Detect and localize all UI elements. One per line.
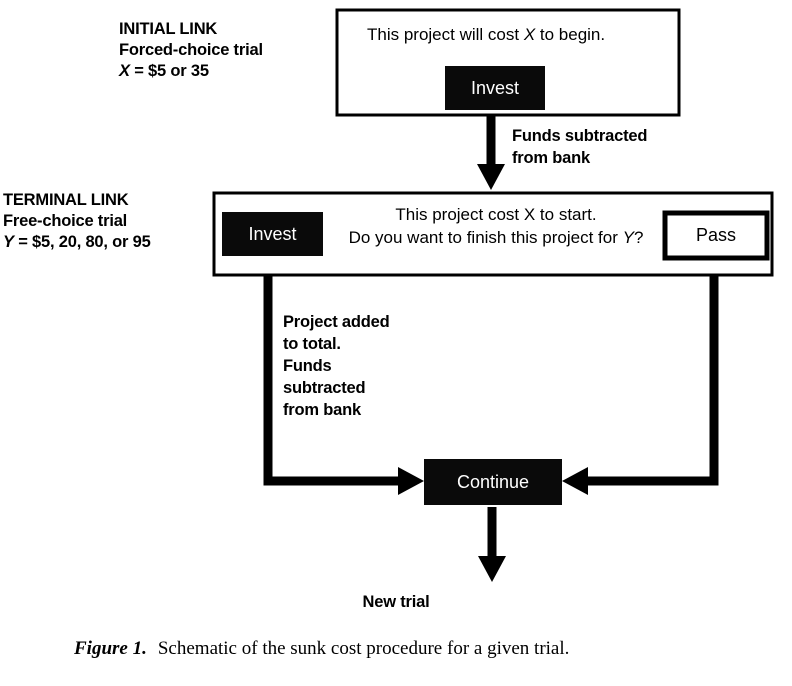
figure-caption-label: Figure 1. [74,638,147,659]
initial-link-prompt-variable: X [523,25,536,44]
initial-link-variable: X = $5 or 35 [119,61,263,82]
terminal-link-prompt-line2: Do you want to finish this project for Y… [331,226,661,249]
initial-invest-button-shape[interactable] [445,66,545,110]
initial-link-subtitle: Forced-choice trial [119,41,263,59]
terminal-invest-button-shape[interactable] [222,212,323,256]
continue-button-label: Continue [456,471,530,492]
terminal-link-prompt: This project cost X to start. Do you wan… [331,203,661,249]
invest-branch-label: Project added to total. Funds subtracted… [283,311,390,421]
terminal-link-prompt-line1: This project cost X to start. [395,205,597,224]
initial-link-label-group: INITIAL LINK Forced-choice trial X = $5 … [119,19,263,82]
initial-link-heading: INITIAL LINK [119,20,218,38]
initial-link-variable-rest: = $5 or 35 [129,62,209,80]
invest-branch-arrow-head [398,467,424,495]
initial-link-prompt-post: to begin. [535,25,606,44]
terminal-invest-button[interactable]: Invest [222,212,323,256]
pass-button-label: Pass [695,225,737,245]
initial-link-prompt-pre: This project will cost [367,25,524,44]
pass-branch-arrow-head [562,467,588,495]
invest-branch-path [263,276,404,486]
terminal-link-label-group: TERMINAL LINK Free-choice trial Y = $5, … [3,190,151,253]
pass-branch-path [582,276,719,486]
terminal-link-prompt-line2-pre: Do you want to finish this project for [348,228,623,247]
terminal-invest-button-label: Invest [248,223,297,244]
new-trial-text: New trial [362,593,430,611]
funds-subtracted-line2: from bank [512,149,590,167]
terminal-link-variable-name: Y [3,233,14,251]
terminal-link-heading: TERMINAL LINK [3,191,129,209]
new-trial-label: New trial [0,591,792,613]
figure-caption: Figure 1. Schematic of the sunk cost proc… [74,638,734,660]
funds-subtracted-label: Funds subtracted from bank [512,125,647,169]
new-trial-arrow-head [478,556,506,582]
initial-invest-button-label: Invest [470,77,520,98]
terminal-link-variable-rest: = $5, 20, 80, or 95 [13,233,151,251]
continue-button-shape[interactable] [424,459,562,505]
terminal-link-variable: Y = $5, 20, 80, or 95 [3,232,151,253]
terminal-link-subtitle: Free-choice trial [3,212,128,230]
initial-link-variable-name: X [119,62,130,80]
pass-button-shape[interactable] [662,210,770,261]
initial-link-prompt: This project will cost X to begin. [367,23,605,46]
figure-caption-text: Schematic of the sunk cost procedure for… [157,638,570,659]
pass-button[interactable]: Pass [665,213,767,258]
invest-branch-line5: from bank [283,401,361,419]
terminal-link-prompt-line2-variable: Y [622,228,634,247]
invest-branch-line3: Funds [283,357,332,375]
invest-branch-line4: subtracted [283,379,366,397]
initial-invest-button[interactable]: Invest [445,66,545,110]
terminal-link-prompt-line2-post: ? [633,228,644,247]
funds-arrow-head [477,164,505,190]
continue-button[interactable]: Continue [424,459,562,505]
invest-branch-line2: to total. [283,335,341,353]
funds-subtracted-line1: Funds subtracted [512,127,648,145]
invest-branch-line1: Project added [283,313,390,331]
